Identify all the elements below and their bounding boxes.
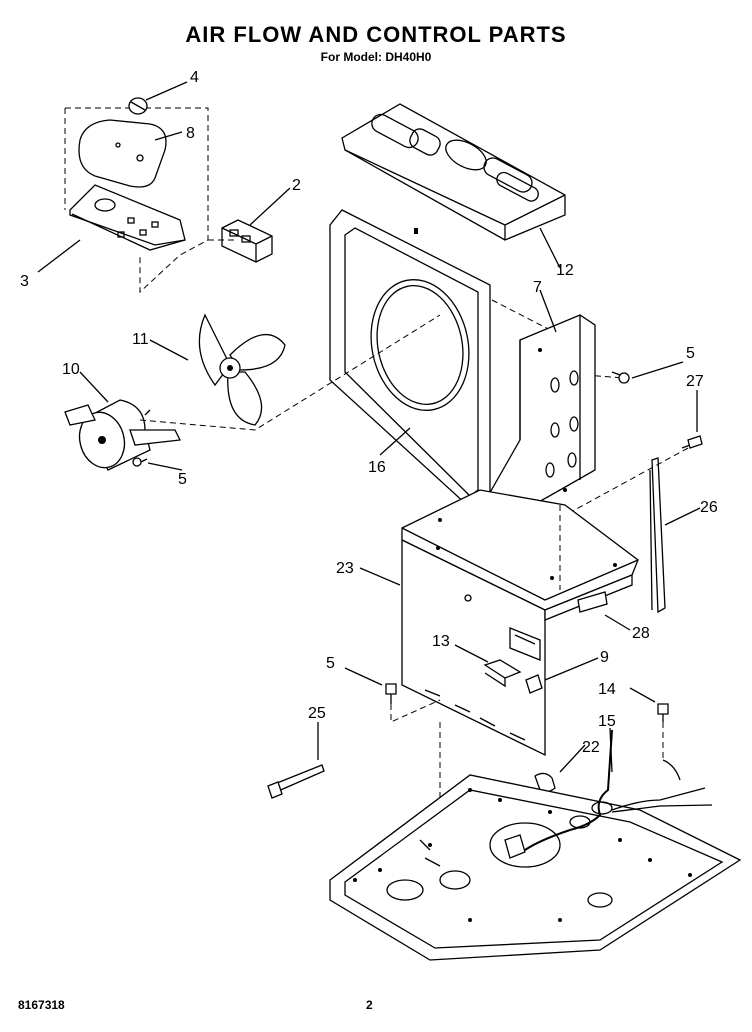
callout-5-motor: 5	[178, 471, 187, 488]
callout-4: 4	[190, 69, 199, 86]
screw-27	[681, 435, 703, 449]
control-panel-cover	[78, 119, 167, 188]
callout-11: 11	[132, 331, 149, 348]
control-group-outline	[64, 107, 209, 294]
callout-2: 2	[292, 177, 301, 194]
callout-23: 23	[336, 560, 354, 577]
label-plate-28	[577, 591, 608, 613]
support-rod	[649, 457, 666, 614]
screw-5-upper	[611, 371, 630, 384]
switch-part-2	[221, 219, 273, 263]
screw-5-motor	[132, 457, 148, 467]
callout-14: 14	[598, 681, 616, 698]
switch-13	[483, 659, 522, 688]
callout-7: 7	[533, 279, 542, 296]
callout-13: 13	[432, 633, 450, 650]
callout-15: 15	[598, 713, 616, 730]
power-cord-15	[504, 729, 713, 859]
fan-blade	[198, 313, 286, 426]
connector-9	[525, 674, 543, 694]
document-number: 8167318	[18, 998, 65, 1012]
callout-9: 9	[600, 649, 609, 666]
base-pan	[329, 774, 742, 961]
callout-5-lower: 5	[326, 655, 335, 672]
cabinet	[401, 489, 639, 757]
page-title: AIR FLOW AND CONTROL PARTS	[185, 22, 567, 47]
callout-26: 26	[700, 499, 718, 516]
callout-3: 3	[20, 273, 29, 290]
evaporator-bracket	[479, 314, 596, 537]
callout-28: 28	[632, 625, 650, 642]
model-subtitle: For Model: DH40H0	[320, 50, 432, 64]
callout-25: 25	[308, 705, 326, 722]
fan-motor	[64, 399, 181, 471]
callout-labels: 4 8 2 3 12 11 10 5 7 27 5 16 26 23 28 13…	[20, 69, 718, 756]
control-knob	[128, 97, 148, 115]
fan-shroud	[329, 209, 491, 516]
callout-12: 12	[556, 262, 574, 279]
callout-5-upper: 5	[686, 345, 695, 362]
callout-8: 8	[186, 125, 195, 142]
leader-lines	[37, 81, 701, 773]
cable-strap-25	[267, 764, 325, 799]
control-housing	[69, 184, 186, 251]
callout-27: 27	[686, 373, 704, 390]
screw-5-lower	[385, 683, 397, 704]
page-number: 2	[366, 998, 373, 1012]
callout-22: 22	[582, 739, 600, 756]
screw-14	[657, 703, 669, 722]
callout-10: 10	[62, 361, 80, 378]
callout-16: 16	[368, 459, 386, 476]
top-grille	[341, 103, 566, 241]
